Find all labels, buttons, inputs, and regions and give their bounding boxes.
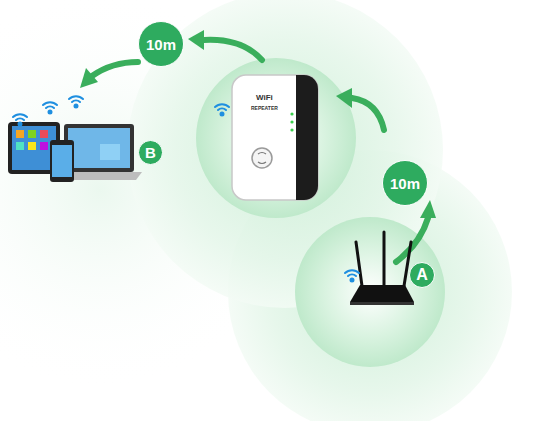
distance-label: B — [145, 145, 156, 160]
repeater-device — [232, 70, 326, 205]
range-zone — [295, 217, 445, 367]
device-marking: WiFi — [256, 94, 273, 102]
distance-label: 10m — [390, 176, 420, 191]
client-devices — [8, 122, 142, 182]
range-badge: 10m — [382, 160, 428, 206]
flow-arrow — [92, 40, 428, 262]
range-badge: 10m — [138, 21, 184, 67]
range-zone — [127, 0, 443, 308]
range-badge: A — [409, 262, 435, 288]
distance-label: A — [416, 267, 428, 283]
range-badge: B — [138, 140, 163, 165]
range-zone — [196, 58, 356, 218]
distance-label: 10m — [146, 37, 176, 52]
wifi-icon — [13, 96, 359, 281]
arrow-head — [80, 30, 436, 218]
device-marking: REPEATER — [251, 106, 278, 111]
router-device — [350, 232, 414, 305]
